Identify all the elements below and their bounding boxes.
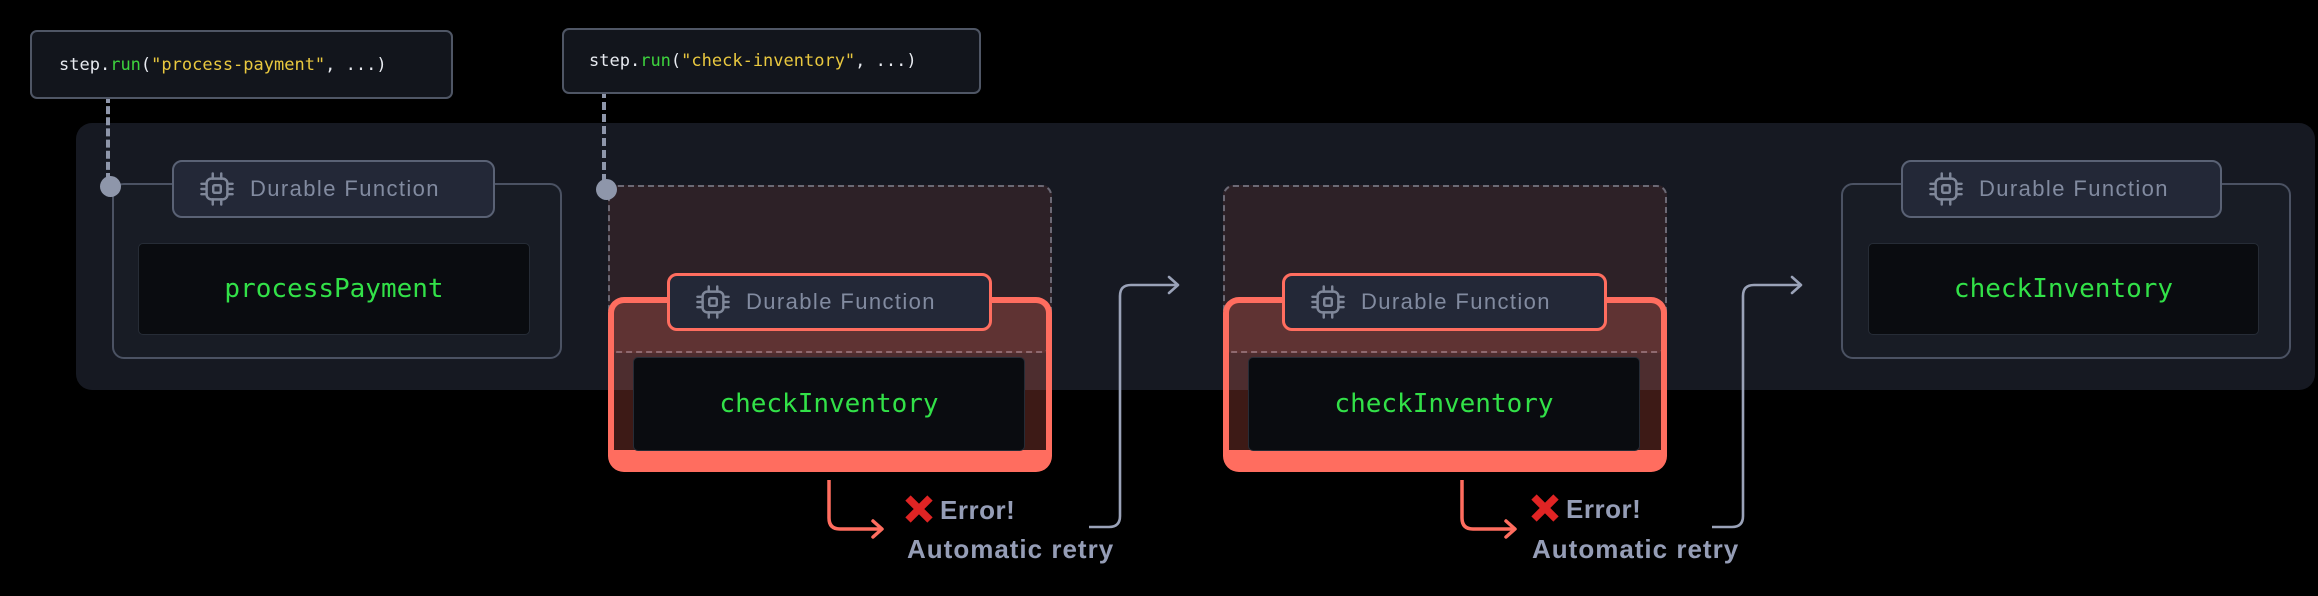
function-name: checkInventory [1953, 274, 2174, 304]
error-x-icon [905, 495, 933, 523]
error-label: Error! [1566, 494, 1642, 524]
durable-function-badge-2: Durable Function [667, 273, 992, 331]
function-name: checkInventory [1334, 389, 1554, 419]
badge-label: Durable Function [746, 289, 936, 314]
code-tooltip-check-inventory: step.run("check-inventory", ...) [562, 28, 981, 94]
durable-function-badge-1: Durable Function [172, 160, 495, 218]
function-name-box-2: checkInventory [633, 357, 1025, 451]
automatic-retry-label: Automatic retry [1532, 534, 1740, 564]
cpu-icon [1311, 285, 1345, 319]
error-x-icon [1531, 494, 1559, 522]
code-tooltip-process-payment: step.run("process-payment", ...) [30, 30, 453, 99]
durable-function-badge-4: Durable Function [1901, 160, 2222, 218]
function-name-box-4: checkInventory [1868, 243, 2259, 335]
function-name-box-1: processPayment [138, 243, 530, 335]
badge-label: Durable Function [250, 176, 440, 201]
code-step-id: "check-inventory" [681, 51, 856, 71]
badge-label: Durable Function [1979, 176, 2169, 201]
cpu-icon [1929, 172, 1963, 206]
code-step-id: "process-payment" [151, 54, 326, 75]
code-method: run [110, 54, 141, 75]
function-name-box-3: checkInventory [1248, 357, 1640, 451]
cpu-icon [200, 172, 234, 206]
function-name: checkInventory [719, 389, 939, 419]
retry-arrow [1089, 275, 1180, 529]
step-dot [596, 179, 617, 200]
code-object: step [59, 54, 100, 75]
error-label: Error! [940, 495, 1016, 525]
error-arrow [1460, 480, 1517, 539]
step-connector-line [106, 95, 110, 181]
code-method: run [640, 51, 671, 71]
code-object: step [589, 51, 630, 71]
cpu-icon [696, 285, 730, 319]
function-name: processPayment [224, 274, 444, 304]
error-arrow [827, 480, 884, 539]
badge-label: Durable Function [1361, 289, 1551, 314]
step-dot [100, 176, 121, 197]
durable-function-badge-3: Durable Function [1282, 273, 1607, 331]
automatic-retry-label: Automatic retry [907, 534, 1115, 564]
retry-arrow [1712, 275, 1803, 529]
step-connector-line [602, 90, 606, 182]
